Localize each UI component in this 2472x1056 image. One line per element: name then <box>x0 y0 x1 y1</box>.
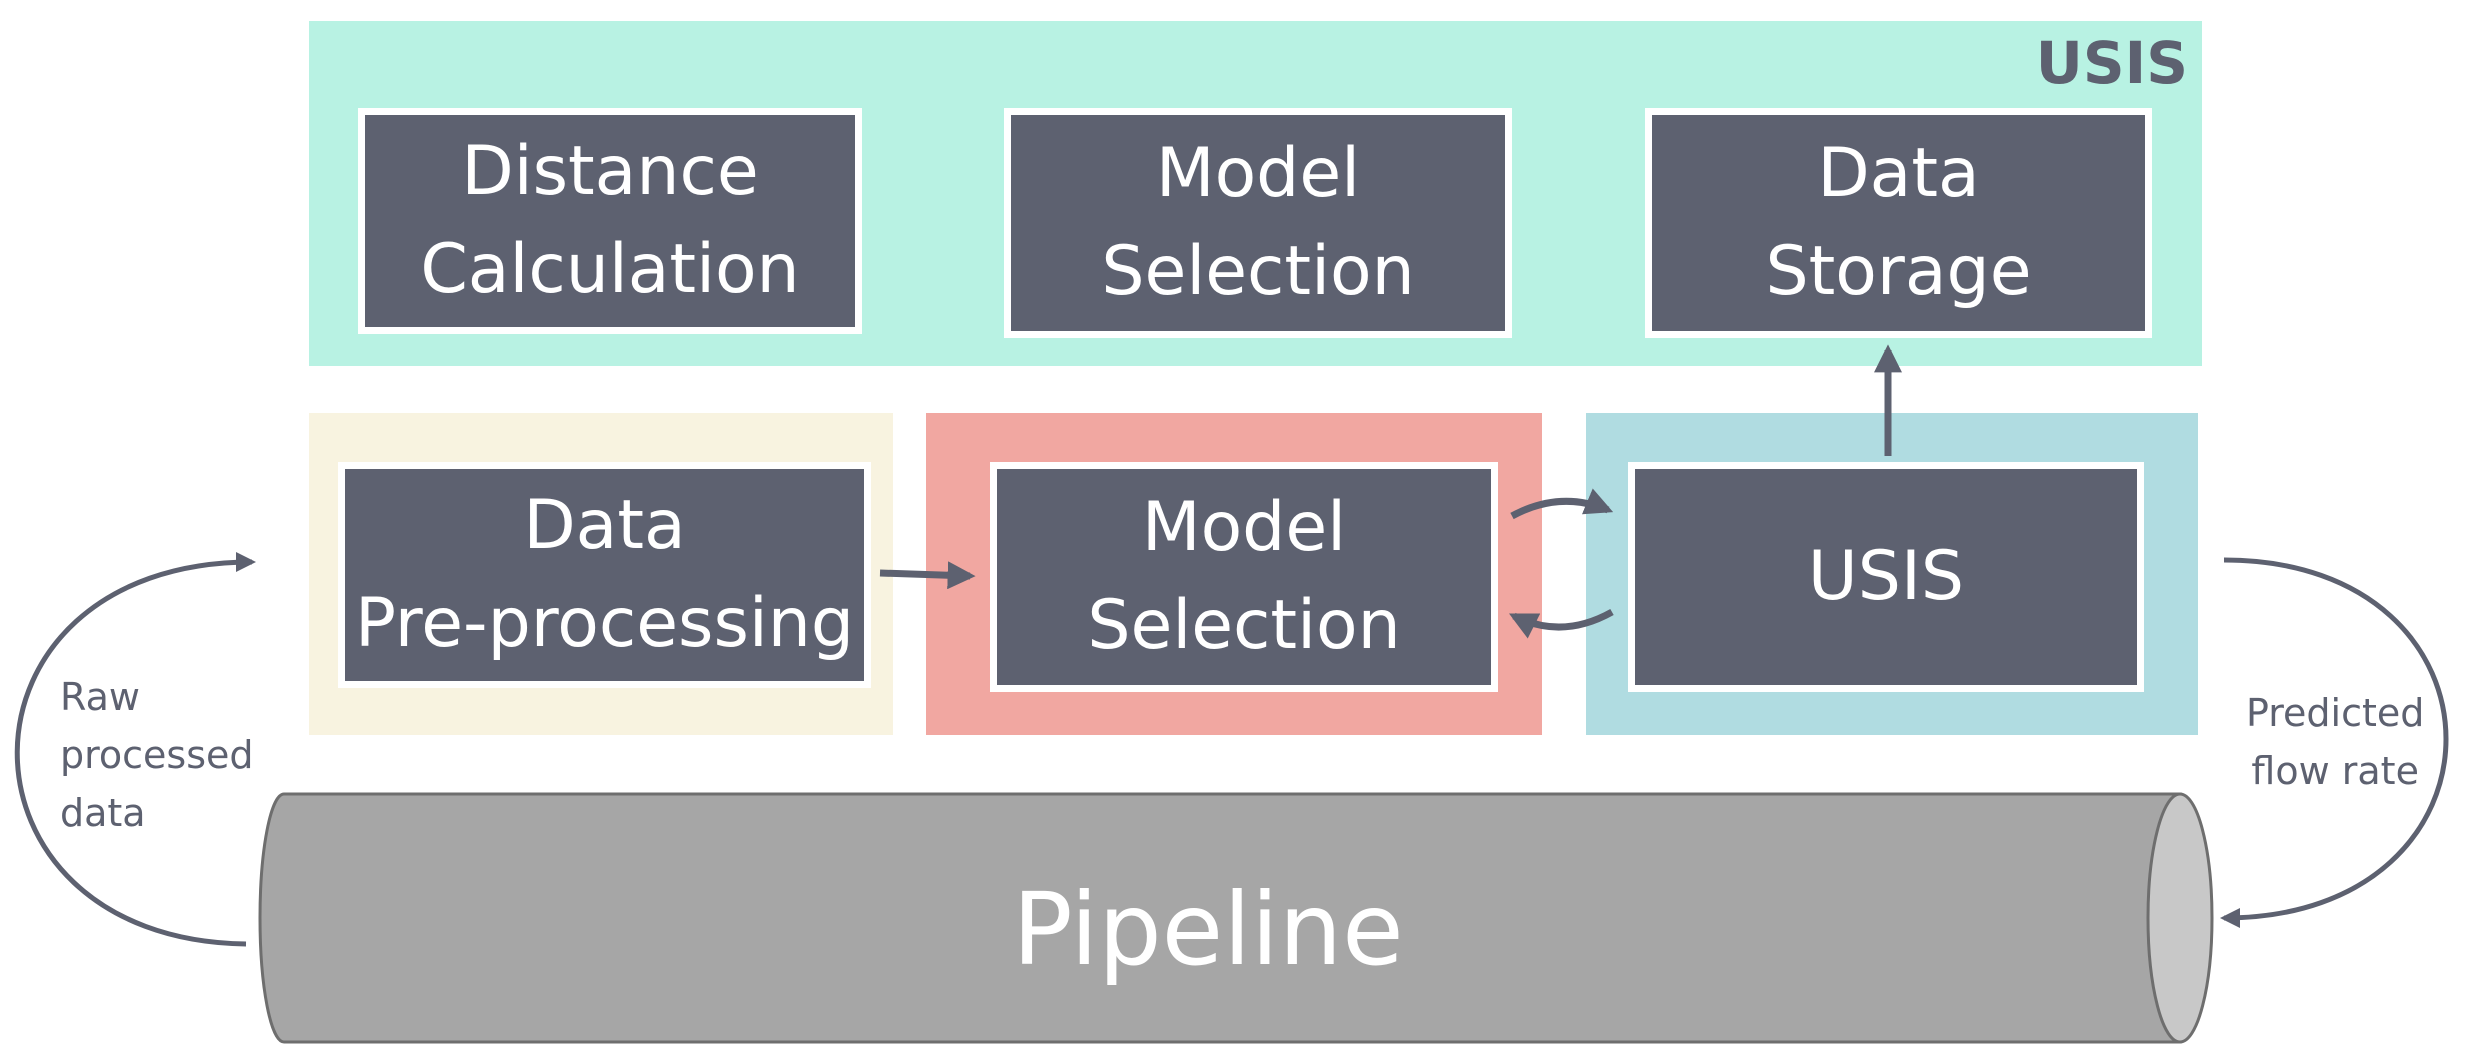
predicted-flow-rate-label: Predicted flow rate <box>2246 684 2424 800</box>
predicted-label-line1: Predicted <box>2246 691 2425 735</box>
model-selection-top-line2: Selection <box>1101 232 1415 311</box>
model-selection-top-box: Model Selection <box>1004 108 1512 338</box>
usis-to-model-arrow <box>1508 608 1614 639</box>
model-selection-middle-line1: Model <box>1141 488 1347 567</box>
distance-calculation-line2: Calculation <box>420 230 800 309</box>
usis-box-label: USIS <box>1807 537 1965 616</box>
data-preprocessing-box: Data Pre-processing <box>338 462 871 688</box>
raw-processed-data-label: Raw processed data <box>60 668 254 842</box>
data-preprocessing-line1: Data <box>523 486 686 565</box>
raw-label-line3: data <box>60 791 146 835</box>
data-storage-line2: Storage <box>1765 232 2032 311</box>
data-preprocessing-line2: Pre-processing <box>354 584 855 663</box>
model-selection-top-line1: Model <box>1155 134 1361 213</box>
distance-calculation-line1: Distance <box>461 132 759 211</box>
raw-data-loop-arrow <box>14 552 256 947</box>
distance-calculation-box: Distance Calculation <box>358 108 862 334</box>
data-storage-box: Data Storage <box>1645 108 2152 338</box>
preprocess-to-model-arrow <box>879 561 976 590</box>
usis-top-panel-label: USIS <box>2035 29 2188 97</box>
data-storage-line1: Data <box>1817 134 1980 213</box>
raw-label-line1: Raw <box>60 675 140 719</box>
model-selection-middle-box: Model Selection <box>990 462 1498 692</box>
predicted-label-line2: flow rate <box>2251 749 2419 793</box>
usis-box: USIS <box>1628 462 2144 692</box>
model-selection-middle-line2: Selection <box>1087 586 1401 665</box>
pipeline-end-cap <box>2146 792 2214 1044</box>
raw-label-line2: processed <box>60 733 254 777</box>
predicted-flow-loop-arrow <box>2220 557 2449 928</box>
model-to-usis-arrow <box>1510 488 1614 520</box>
pipeline-cylinder <box>258 792 2214 1044</box>
pipeline-label: Pipeline <box>1012 871 1404 988</box>
